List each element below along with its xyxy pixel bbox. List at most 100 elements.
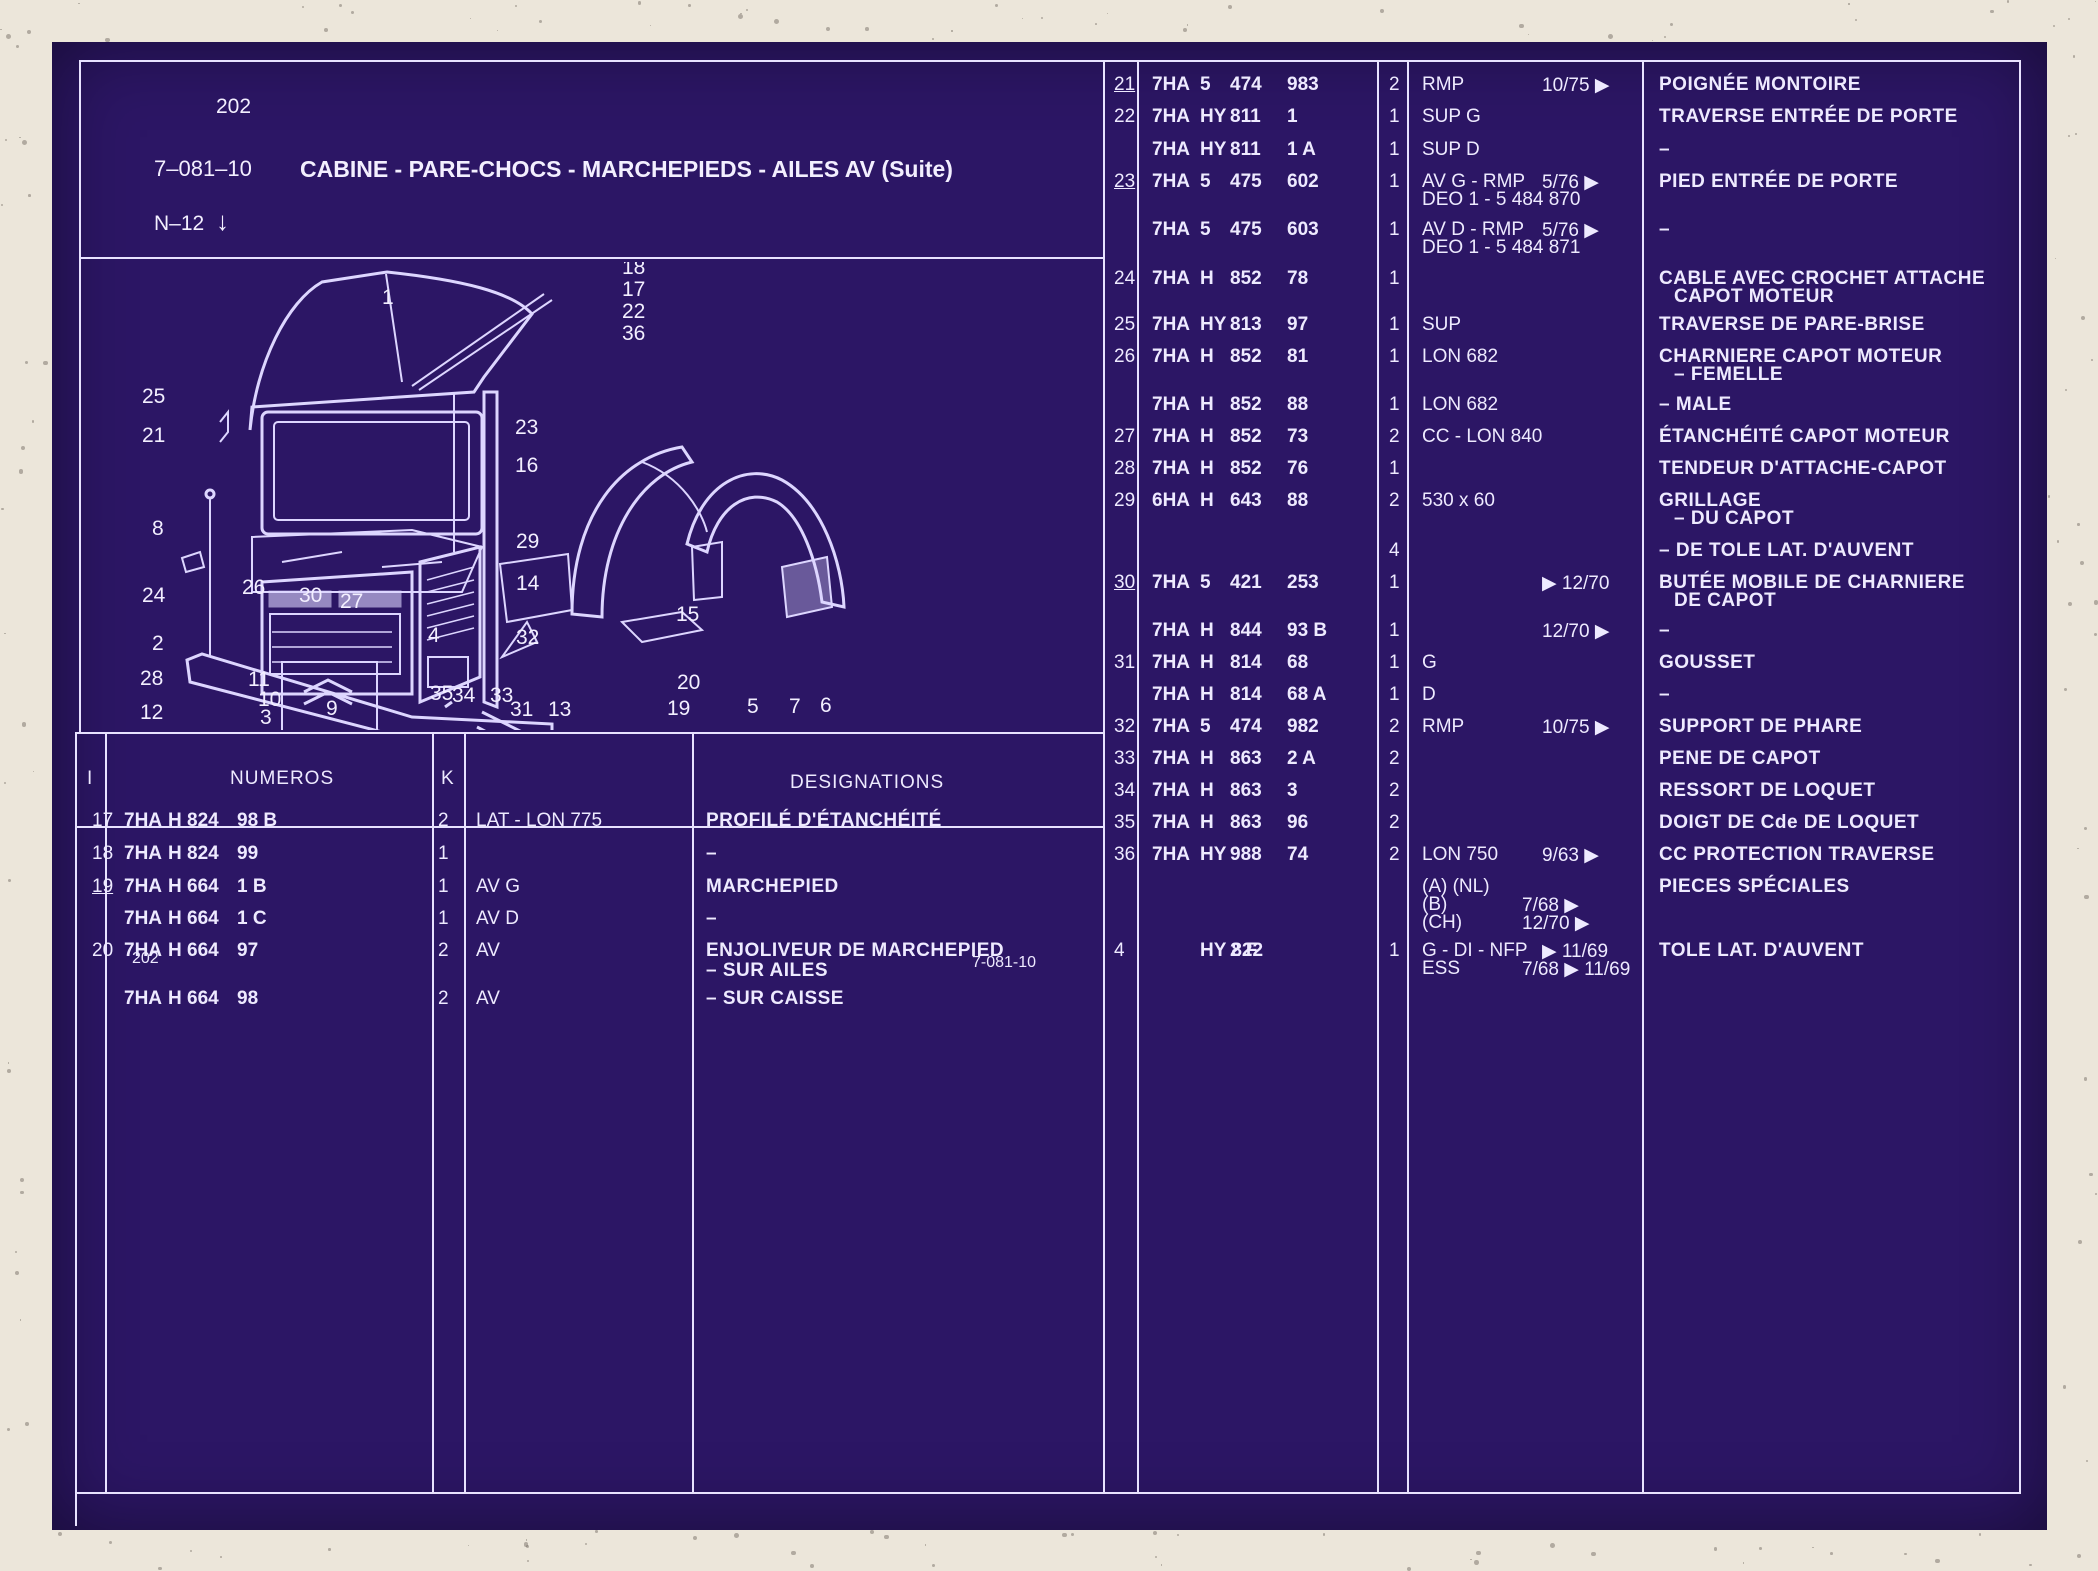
dust-speck (1855, 19, 1857, 21)
right-row-c: 811 (1230, 106, 1261, 128)
right-row-a: 7HA (1152, 458, 1190, 480)
right-row-k: 1 (1389, 940, 1400, 962)
right-row-a: 7HA (1152, 394, 1190, 416)
right-row-k: 1 (1389, 458, 1400, 480)
left-row-note: AV (476, 988, 500, 1010)
dust-speck (7, 1069, 11, 1073)
dust-speck (539, 20, 542, 23)
dust-speck (2086, 1460, 2088, 1462)
right-row-c: 863 (1230, 748, 1262, 770)
right-row-n1: 530 x 60 (1422, 490, 1495, 512)
left-row-a: 7HA (124, 988, 162, 1010)
right-row-i: 30 (1114, 572, 1135, 594)
right-row-c: 988 (1230, 844, 1262, 866)
dust-speck (1155, 1556, 1157, 1558)
dust-speck (470, 18, 471, 19)
right-row-b: H (1200, 748, 1214, 770)
dust-speck (1380, 9, 1384, 13)
right-row-a: 7HA (1152, 620, 1190, 642)
right-row-c: 474 (1230, 716, 1262, 738)
dust-speck (15, 1251, 17, 1253)
right-row-c: 814 (1230, 684, 1262, 706)
callout-20: 20 (677, 671, 700, 694)
dust-speck (1979, 1533, 1981, 1535)
right-row-des: – (1659, 139, 1670, 161)
dust-speck (774, 19, 779, 24)
section-title: CABINE - PARE-CHOCS - MARCHEPIEDS - AILE… (300, 156, 953, 183)
right-row-i: 29 (1114, 490, 1135, 512)
right-row-n2: 10/75 ▶ (1542, 716, 1609, 739)
dust-speck (1759, 1547, 1762, 1550)
right-row-des: CC PROTECTION TRAVERSE (1659, 844, 1935, 866)
dust-speck (1022, 18, 1023, 19)
right-row-d: 253 (1287, 572, 1319, 594)
dust-speck (109, 1541, 112, 1544)
dust-speck (1476, 1551, 1480, 1555)
dust-speck (8, 879, 11, 882)
right-row-a: 7HA (1152, 684, 1190, 706)
dust-speck (2094, 600, 2098, 605)
callout-26: 26 (242, 576, 265, 599)
dust-speck (28, 194, 31, 197)
right-row-des2: DE CAPOT (1674, 590, 1776, 612)
header-divider (79, 257, 1104, 259)
right-row-d: 3 (1287, 780, 1298, 802)
dust-speck (1714, 1547, 1717, 1550)
right-row-b: H (1200, 346, 1214, 368)
right-row-k: 1 (1389, 219, 1400, 241)
dust-speck (2053, 25, 2055, 27)
callout-34: 34 (452, 684, 476, 707)
dust-speck (1187, 24, 1188, 25)
callout-31: 31 (510, 698, 533, 721)
dust-speck (43, 361, 47, 365)
right-row-des: POIGNÉE MONTOIRE (1659, 74, 1861, 96)
callout-21: 21 (142, 424, 165, 447)
right-row-i: 34 (1114, 780, 1135, 802)
right-row-des: SUPPORT DE PHARE (1659, 716, 1862, 738)
right-row-n2: 9/63 ▶ (1542, 844, 1599, 867)
right-row-des2: – FEMELLE (1674, 364, 1783, 386)
right-row-d: 93 B (1287, 620, 1327, 642)
dust-speck (2080, 561, 2084, 565)
dust-speck (1153, 1531, 1157, 1535)
right-row-a: 7HA (1152, 171, 1190, 193)
col-header-numeros: NUMEROS (230, 768, 334, 790)
right-row-des: ÉTANCHÉITÉ CAPOT MOTEUR (1659, 426, 1950, 448)
right-row-k: 4 (1389, 540, 1400, 562)
dust-speck (2064, 688, 2067, 691)
callout-4: 4 (428, 624, 440, 647)
right-row-c: 852 (1230, 268, 1262, 290)
dust-speck (2095, 1, 2096, 2)
dust-speck (738, 14, 743, 19)
dust-speck (1062, 1533, 1067, 1538)
dust-speck (995, 4, 998, 7)
right-row-n1: LON 682 (1422, 346, 1498, 368)
left-row-des-line2: – SUR AILES (706, 960, 828, 982)
right-row-des: PIECES SPÉCIALES (1659, 876, 1850, 898)
dust-speck (25, 361, 29, 365)
right-row-k: 2 (1389, 812, 1400, 834)
callout-33: 33 (490, 684, 513, 707)
right-row-b: H (1200, 652, 1214, 674)
frame-left-lower (75, 732, 77, 1526)
right-row-i: 26 (1114, 346, 1135, 368)
dust-speck (1664, 36, 1666, 38)
dust-speck (220, 1556, 222, 1558)
dust-speck (2063, 1385, 2067, 1389)
dust-speck (791, 1551, 796, 1556)
dust-speck (1848, 3, 1849, 4)
right-row-n1: CC - LON 840 (1422, 426, 1542, 448)
right-row-c: 863 (1230, 780, 1262, 802)
right-row-n1: SUP D (1422, 139, 1480, 161)
right-row-des: – MALE (1659, 394, 1732, 416)
right-row-k: 1 (1389, 139, 1400, 161)
dust-speck (1830, 1552, 1833, 1555)
right-row-des: TENDEUR D'ATTACHE-CAPOT (1659, 458, 1947, 480)
dust-speck (2007, 0, 2009, 2)
right-row-b: H (1200, 812, 1214, 834)
dust-speck (2077, 848, 2078, 849)
callout-14: 14 (516, 572, 540, 595)
col-header-designations: DESIGNATIONS (790, 772, 944, 794)
dust-speck (1071, 1533, 1074, 1536)
dust-speck (746, 9, 748, 11)
